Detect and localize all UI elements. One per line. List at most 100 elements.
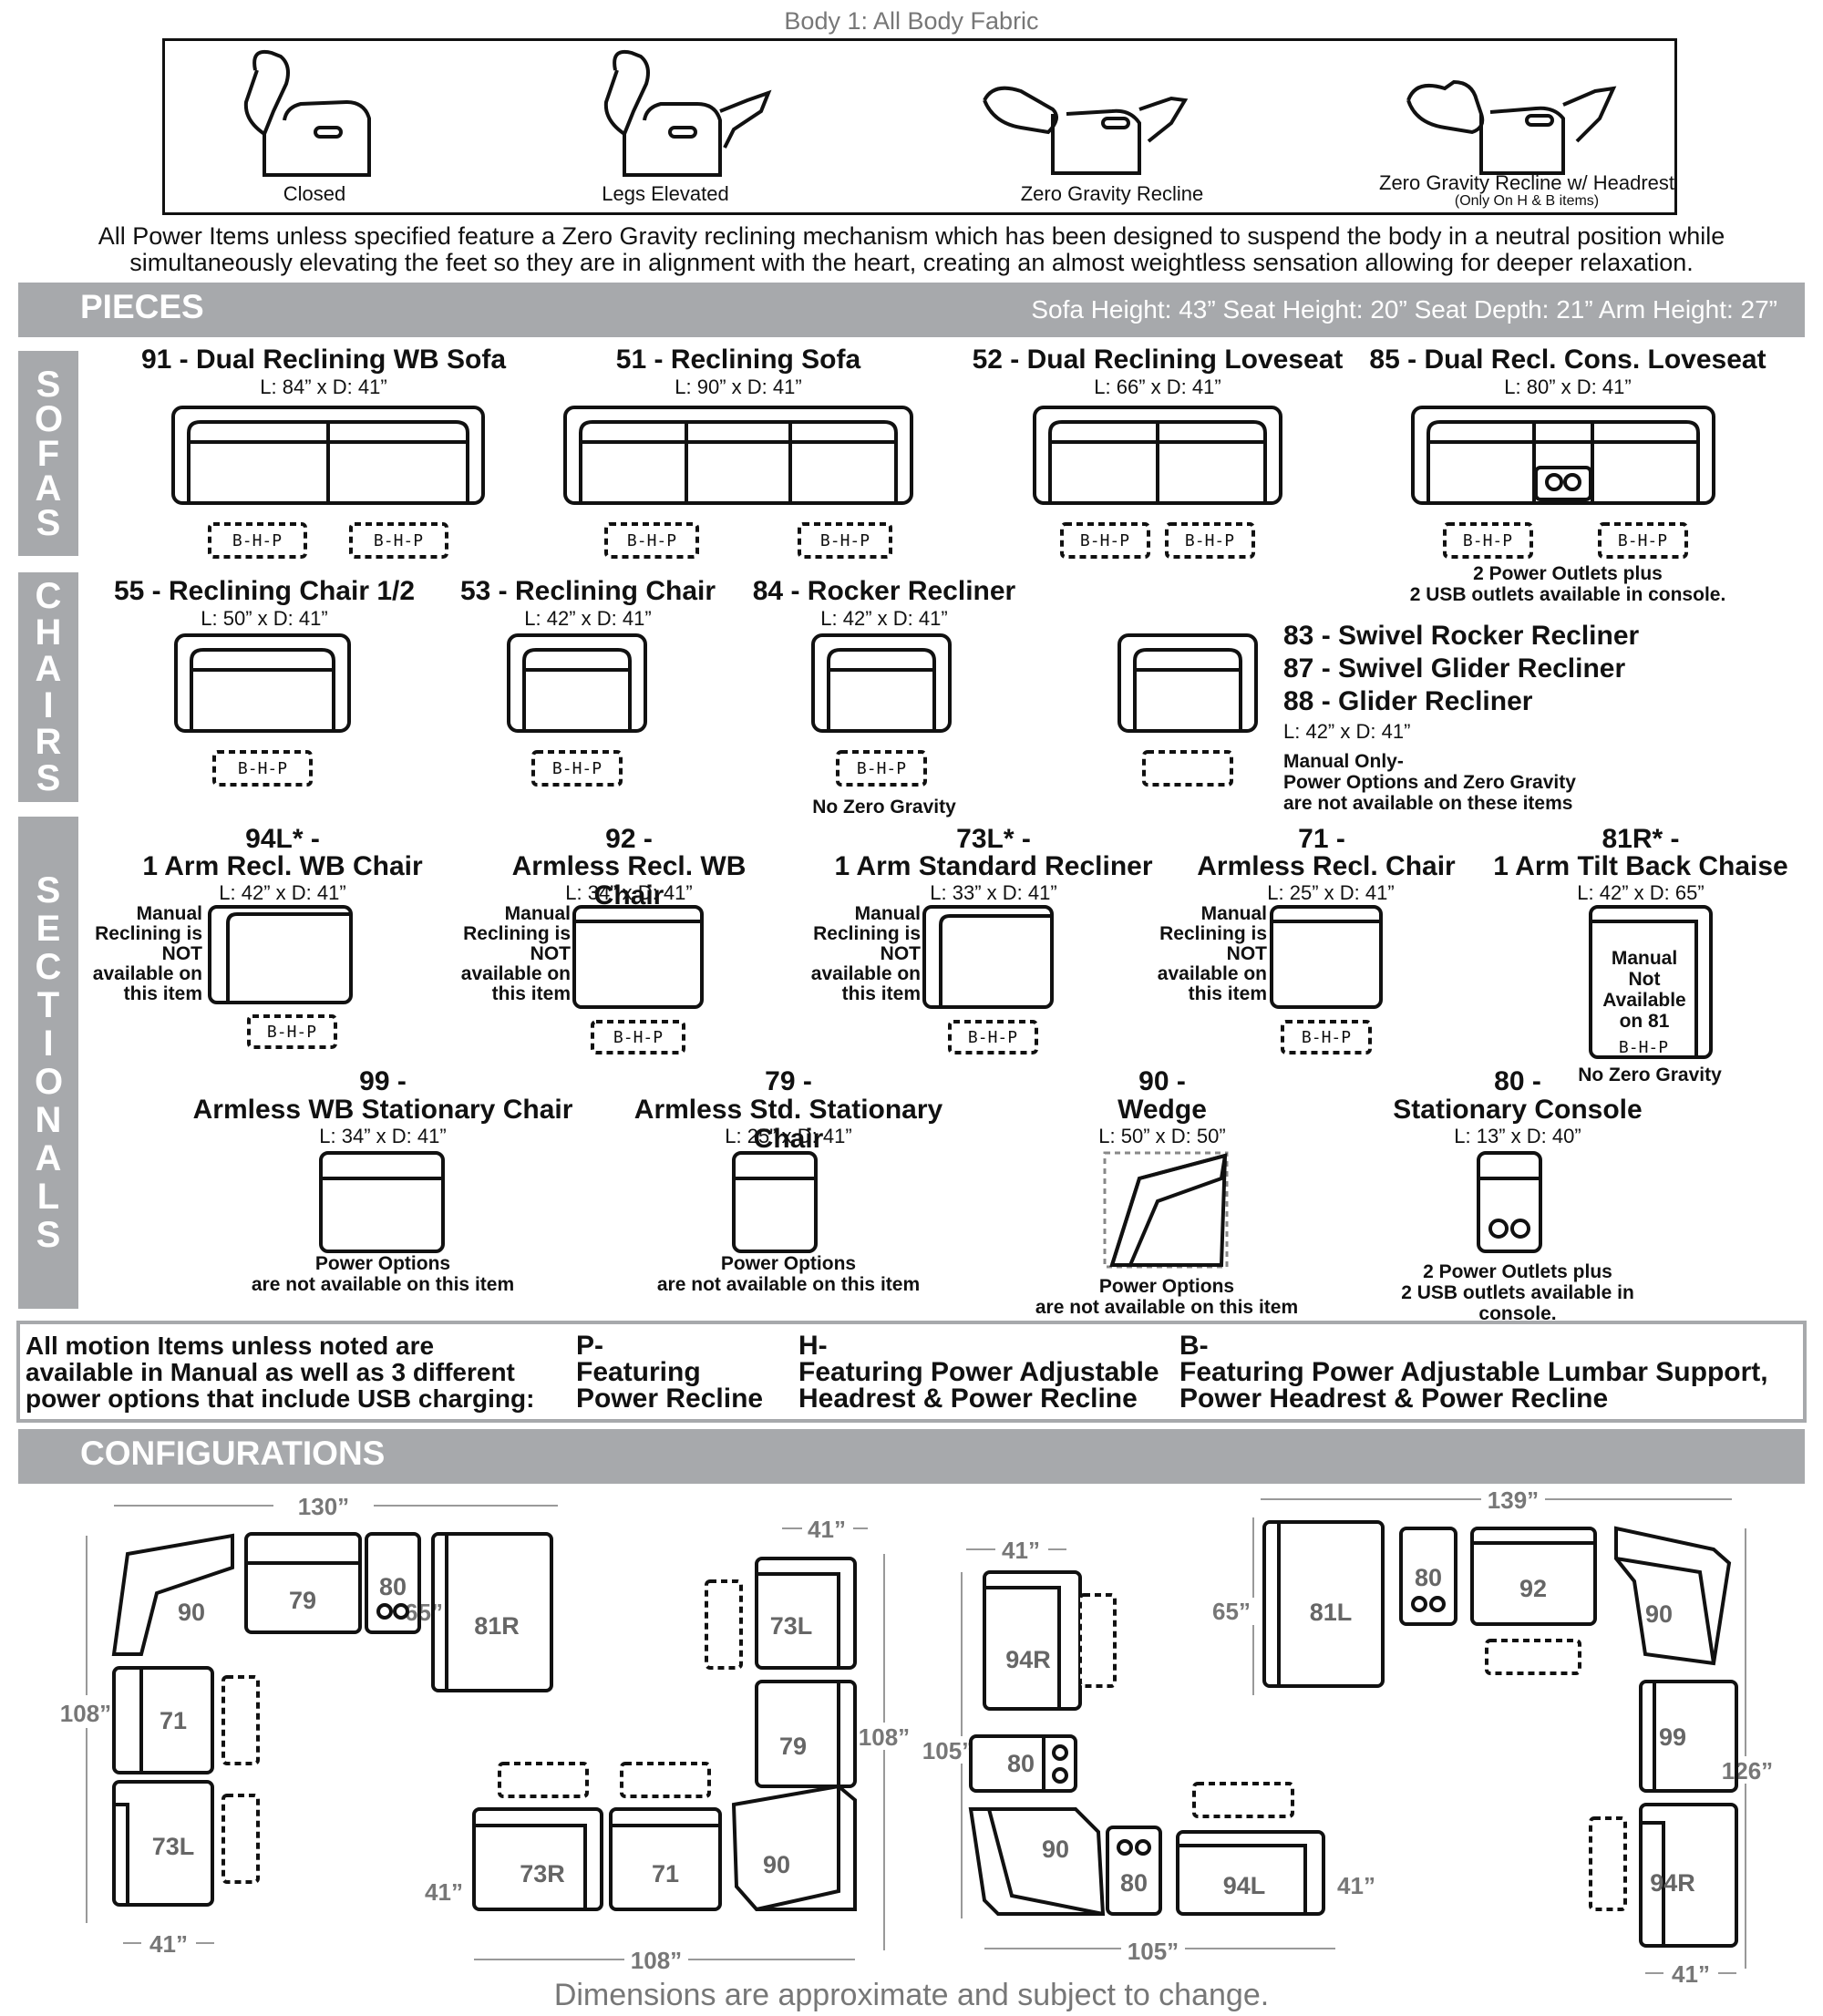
swivel-name-83: 83 - Swivel Rocker Recliner [1283,621,1640,651]
recliner-zero-gravity-icon [983,86,1189,175]
sect-81r-tag: B-H-P [1619,1038,1668,1057]
sect-80-dims: L: 13” x D: 40” [1454,1125,1581,1147]
config-3-piece-90: 90 [1042,1836,1069,1863]
option-h: H- Featuring Power Adjustable Headrest &… [798,1331,1159,1414]
pieces-specs: Sofa Height: 43” Seat Height: 20” Seat D… [1031,295,1777,324]
config-3-piece-80-b: 80 [1120,1869,1148,1897]
config-1-piece-71: 71 [160,1707,187,1734]
sect-81r-tag-svg: B-H-P [1619,1038,1668,1057]
swivel-dims: L: 42” x D: 41” [1283,720,1411,743]
chair-53-dims: L: 42” x D: 41” [524,607,652,630]
config-2-diagram: 41” 108” 41” 108” 73L 79 90 71 73R [425,1516,913,1974]
sect-92-tag: B-H-P [613,1028,663,1047]
chair-55-tag: B-H-P [238,759,287,778]
option-p-code: P- [576,1331,603,1361]
option-h-text: Featuring Power Adjustable Headrest & Po… [798,1357,1159,1414]
sect-99-name: Armless WB Stationary Chair [192,1095,573,1125]
config-4-piece-92: 92 [1519,1575,1547,1602]
positions-box [162,38,1677,215]
sect-99-note: Power Options are not available on this … [251,1253,515,1295]
swivel-note: Manual Only- Power Options and Zero Grav… [1283,751,1576,814]
sect-99-diagram [319,1151,445,1253]
sect-90-note: Power Options are not available on this … [1035,1276,1299,1318]
sect-81r-diagram [1589,905,1713,1059]
config-3-right: 41” [1337,1872,1375,1899]
chair-53-tag: B-H-P [552,759,602,778]
option-b-text: Featuring Power Adjustable Lumbar Suppor… [1179,1357,1768,1414]
config-4-piece-99: 99 [1659,1723,1686,1751]
config-2-piece-71: 71 [652,1860,679,1887]
config-2-left: 41” [425,1878,463,1906]
sofa-85-diagram: B-H-P B-H-P [1411,406,1715,559]
config-4-piece-94r: 94R [1650,1869,1695,1897]
chair-swivel-diagram [1117,633,1258,787]
chair-55-name: 55 - Reclining Chair 1/2 [113,576,416,606]
config-1-bottom: 41” [149,1930,188,1958]
option-p-text: Featuring Power Recline [576,1357,764,1414]
sect-71-tag: B-H-P [1302,1028,1351,1047]
sect-73l-name: 1 Arm Standard Recliner [834,851,1153,881]
option-h-code: H- [798,1331,828,1361]
sect-73l-num: 73L* - [956,824,1031,854]
sofa-91-tag-right: B-H-P [374,531,423,550]
pieces-title: PIECES [80,288,204,325]
config-2-bottom: 108” [631,1947,682,1974]
chair-84-name: 84 - Rocker Recliner [752,576,1016,606]
sect-73l-dims: L: 33” x D: 41” [930,881,1057,904]
sect-79-name: Armless Std. Stationary Chair [633,1095,943,1154]
sect-79-note: Power Options are not available on this … [656,1253,921,1295]
sect-94l-tag: B-H-P [267,1023,316,1042]
swivel-name-88: 88 - Glider Recliner [1283,686,1533,716]
sect-81r-inner: Manual Not Available on 81 [1602,948,1686,1032]
sectionals-side-label: SECTIONALS [18,817,78,1309]
sect-94l-name: 1 Arm Recl. WB Chair [142,851,423,881]
config-1-piece-81r: 81R [474,1612,520,1640]
sect-80-name: Stationary Console [1393,1095,1643,1125]
position-label-zero-gravity: Zero Gravity Recline [1020,182,1204,205]
recliner-closed-icon [243,49,371,177]
config-2-right: 108” [859,1723,910,1751]
sofa-52-tag-right: B-H-P [1185,531,1234,550]
sect-80-note: 2 Power Outlets plus 2 USB outlets avail… [1401,1261,1634,1324]
sect-81r-num: 81R* - [1602,824,1680,854]
chair-84-dims: L: 42” x D: 41” [820,607,948,630]
swivel-group: 83 - Swivel Rocker Recliner 87 - Swivel … [1283,620,1757,814]
recliner-legs-elevated-icon [603,49,772,177]
sect-92-diagram: B-H-P [572,905,704,1054]
sect-79-dims: L: 25” x D: 41” [725,1125,852,1147]
body-header: Body 1: All Body Fabric [784,7,1039,35]
config-4-left: 65” [1212,1598,1251,1625]
sofa-91-name: 91 - Dual Reclining WB Sofa [140,345,507,375]
sect-94l-diagram: B-H-P [208,905,353,1049]
config-2-piece-73r: 73R [520,1860,565,1887]
config-3-top: 41” [1002,1537,1040,1564]
sect-71-manual: Manual Reclining is NOT available on thi… [1157,903,1267,1004]
sect-73l-manual: Manual Reclining is NOT available on thi… [810,903,921,1004]
config-2-piece-90: 90 [763,1851,790,1878]
chair-84-tag: B-H-P [857,759,906,778]
chairs-side-text: CHAIRS [35,576,62,798]
config-1-piece-90: 90 [178,1599,205,1626]
position-label-zero-gravity-headrest: Zero Gravity Recline w/ Headrest [1379,171,1674,194]
sofa-52-dims: L: 66” x D: 41” [1094,375,1221,398]
sofa-52-tag-left: B-H-P [1080,531,1129,550]
sofas-side-label: SOFAS [18,351,78,556]
sect-90-name: Wedge [1117,1095,1207,1125]
config-2-top: 41” [808,1516,846,1543]
sect-79-diagram [732,1151,818,1253]
sectionals-side-text: SECTIONALS [35,870,64,1255]
recliner-zero-gravity-headrest-icon [1406,79,1617,175]
config-4-bottom: 41” [1672,1960,1710,1988]
chair-53-name: 53 - Reclining Chair [459,576,716,606]
sect-94l-num: 94L* - [245,824,320,854]
sect-99-num: 99 - [359,1066,407,1096]
configurations-title: CONFIGURATIONS [80,1435,386,1472]
sect-73l-tag: B-H-P [968,1028,1017,1047]
sect-80-diagram [1477,1151,1542,1253]
chair-55-dims: L: 50” x D: 41” [201,607,328,630]
config-2-piece-79: 79 [779,1733,807,1760]
position-label-legs-elevated: Legs Elevated [602,182,729,205]
sect-99-dims: L: 34” x D: 41” [319,1125,447,1147]
chair-53-diagram: B-H-P [507,633,647,787]
config-1-side: 108” [60,1700,111,1727]
